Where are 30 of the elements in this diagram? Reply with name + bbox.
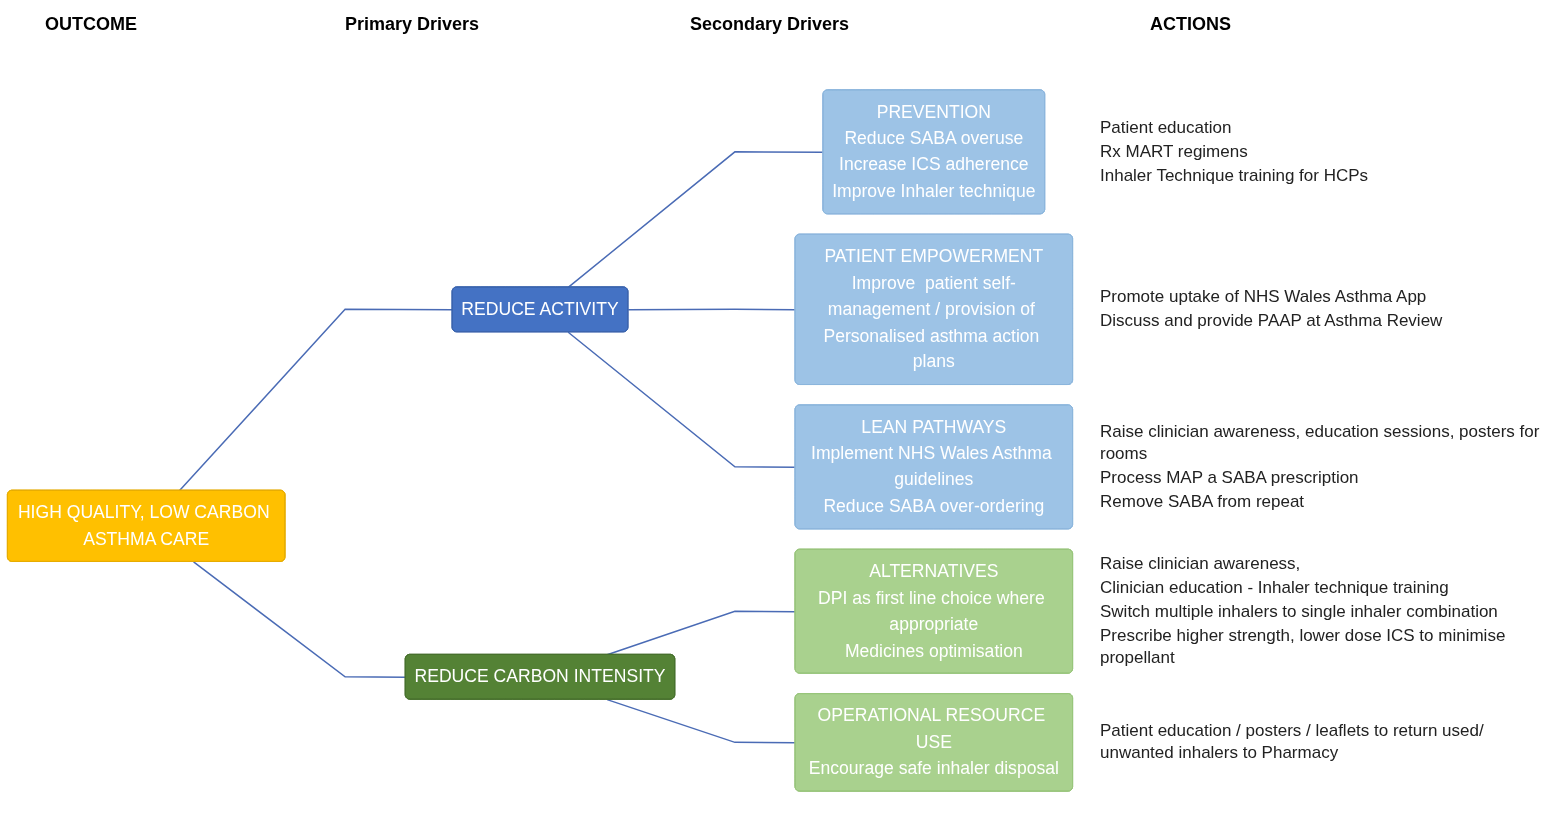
driver-box: ALTERNATIVES DPI as first line choice where appropriate Medicines optimisation: [794, 548, 1074, 674]
action-text: Inhaler Technique training for HCPs: [1100, 164, 1370, 187]
action-text: Patient education / posters / leaflets to return used/ unwanted inhalers to Pharmacy: [1100, 720, 1485, 765]
driver-box: REDUCE CARBON INTENSITY: [404, 653, 676, 700]
connector-line: [606, 698, 797, 744]
connector-line: [627, 308, 797, 311]
column-heading: Secondary Drivers: [690, 14, 850, 35]
connector-line: [178, 308, 454, 492]
action-text: Switch multiple inhalers to single inhaler combination: [1100, 601, 1499, 624]
column-heading: OUTCOME: [45, 14, 137, 35]
action-text: Discuss and provide PAAP at Asthma Review: [1100, 310, 1444, 333]
action-text: Raise clinician awareness,: [1100, 553, 1302, 576]
connector-line: [192, 561, 407, 678]
driver-box: PATIENT EMPOWERMENT Improve patient self-management / provision of Personalised asthma action plans: [794, 233, 1074, 385]
action-text: Remove SABA from repeat: [1100, 490, 1306, 513]
driver-box: REDUCE ACTIVITY: [451, 286, 629, 333]
driver-box: OPERATIONAL RESOURCE USE Encourage safe inhaler disposal: [794, 693, 1074, 792]
driver-box: LEAN PATHWAYS Implement NHS Wales Asthma guidelines Reduce SABA over-ordering: [794, 404, 1074, 530]
driver-box: PREVENTION Reduce SABA overuse Increase ICS adherence Improve Inhaler technique: [822, 89, 1046, 215]
action-text: Rx MART regimens: [1100, 140, 1249, 163]
action-text: Promote uptake of NHS Wales Asthma App: [1100, 286, 1428, 309]
driver-box: HIGH QUALITY, LOW CARBON ASTHMA CARE: [6, 489, 286, 562]
action-text: Patient education: [1100, 116, 1233, 139]
column-heading: ACTIONS: [1150, 14, 1231, 35]
column-heading: Primary Drivers: [345, 14, 480, 35]
connector-line: [567, 331, 797, 469]
action-text: Raise clinician awareness, education sessions, posters for rooms: [1100, 420, 1541, 465]
action-text: Process MAP a SABA prescription: [1100, 466, 1360, 489]
action-text: Clinician education - Inhaler technique training: [1100, 577, 1450, 600]
action-text: Prescribe higher strength, lower dose ICS to minimise propellant: [1100, 625, 1507, 670]
